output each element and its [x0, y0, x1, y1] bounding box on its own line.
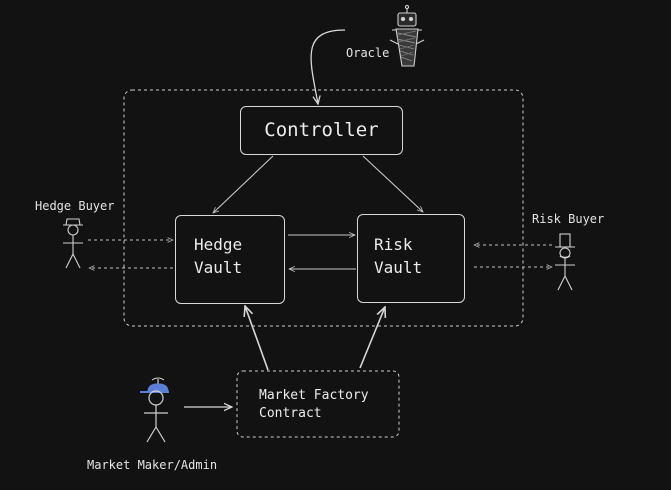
risk-vault-node: Risk Vault — [357, 214, 465, 303]
hedge-buyer-label: Hedge Buyer — [35, 199, 115, 213]
arrow-factory-to-hedge-vault — [245, 306, 269, 371]
stick-figure-propeller-cap-icon — [140, 377, 169, 443]
system-boundary — [123, 89, 524, 327]
market-maker-label: Market Maker/Admin — [87, 458, 218, 472]
robot-icon — [389, 4, 425, 67]
stick-figure-top-hat-icon — [555, 233, 575, 291]
market-factory-label: Market Factory Contract — [259, 388, 369, 421]
arrow-factory-to-risk-vault — [359, 307, 385, 369]
risk-vault-label: Risk Vault — [374, 235, 423, 277]
oracle-label: Oracle — [346, 46, 390, 60]
arrow-controller-to-hedge-vault — [213, 155, 274, 213]
risk-buyer-label: Risk Buyer — [532, 212, 605, 226]
hedge-vault-node: Hedge Vault — [175, 215, 285, 304]
arrow-controller-to-risk-vault — [362, 155, 423, 212]
arrow-oracle-to-controller — [310, 29, 346, 104]
controller-label: Controller — [264, 119, 379, 141]
stick-figure-hat-icon — [63, 218, 83, 269]
controller-node: Controller — [240, 106, 403, 155]
hedge-vault-label: Hedge Vault — [194, 235, 243, 277]
market-factory-box — [236, 370, 400, 438]
